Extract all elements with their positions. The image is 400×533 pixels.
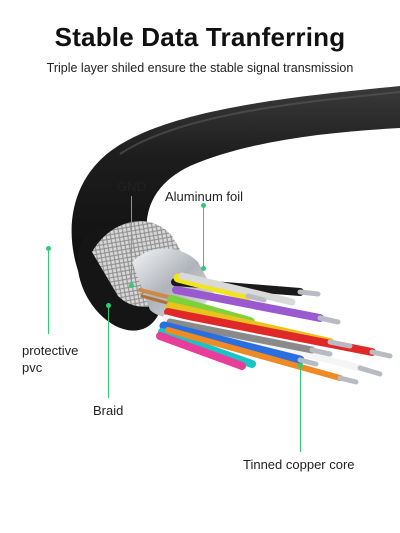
braid-callout-dot xyxy=(106,303,111,308)
foil-callout-dot xyxy=(201,266,206,271)
braid-label: Braid xyxy=(93,403,124,418)
aluminum-foil-label: Aluminum foil xyxy=(165,189,244,204)
foil-callout-top-dot xyxy=(201,203,206,208)
braid-callout-line xyxy=(108,306,109,398)
page-subtitle: Triple layer shiled ensure the stable si… xyxy=(46,61,354,75)
core-callout-dot xyxy=(298,363,303,368)
cable-jacket-highlight xyxy=(119,91,400,155)
gnd-callout-dot xyxy=(129,283,134,288)
foil-callout-line xyxy=(203,205,204,267)
gnd-label: GND xyxy=(117,179,146,194)
page-title: Stable Data Tranferring xyxy=(54,22,346,52)
pvc-callout-dot xyxy=(46,246,51,251)
core-callout-line xyxy=(300,366,301,452)
protective-pvc-label-line2: pvc xyxy=(22,360,43,375)
copper-tips xyxy=(245,289,393,385)
protective-pvc-label-line1: protective xyxy=(22,343,79,358)
pvc-callout-line xyxy=(48,248,49,334)
tinned-copper-core-label: Tinned copper core xyxy=(243,457,355,472)
gnd-callout-line xyxy=(131,196,132,284)
inner-wires xyxy=(156,272,376,381)
